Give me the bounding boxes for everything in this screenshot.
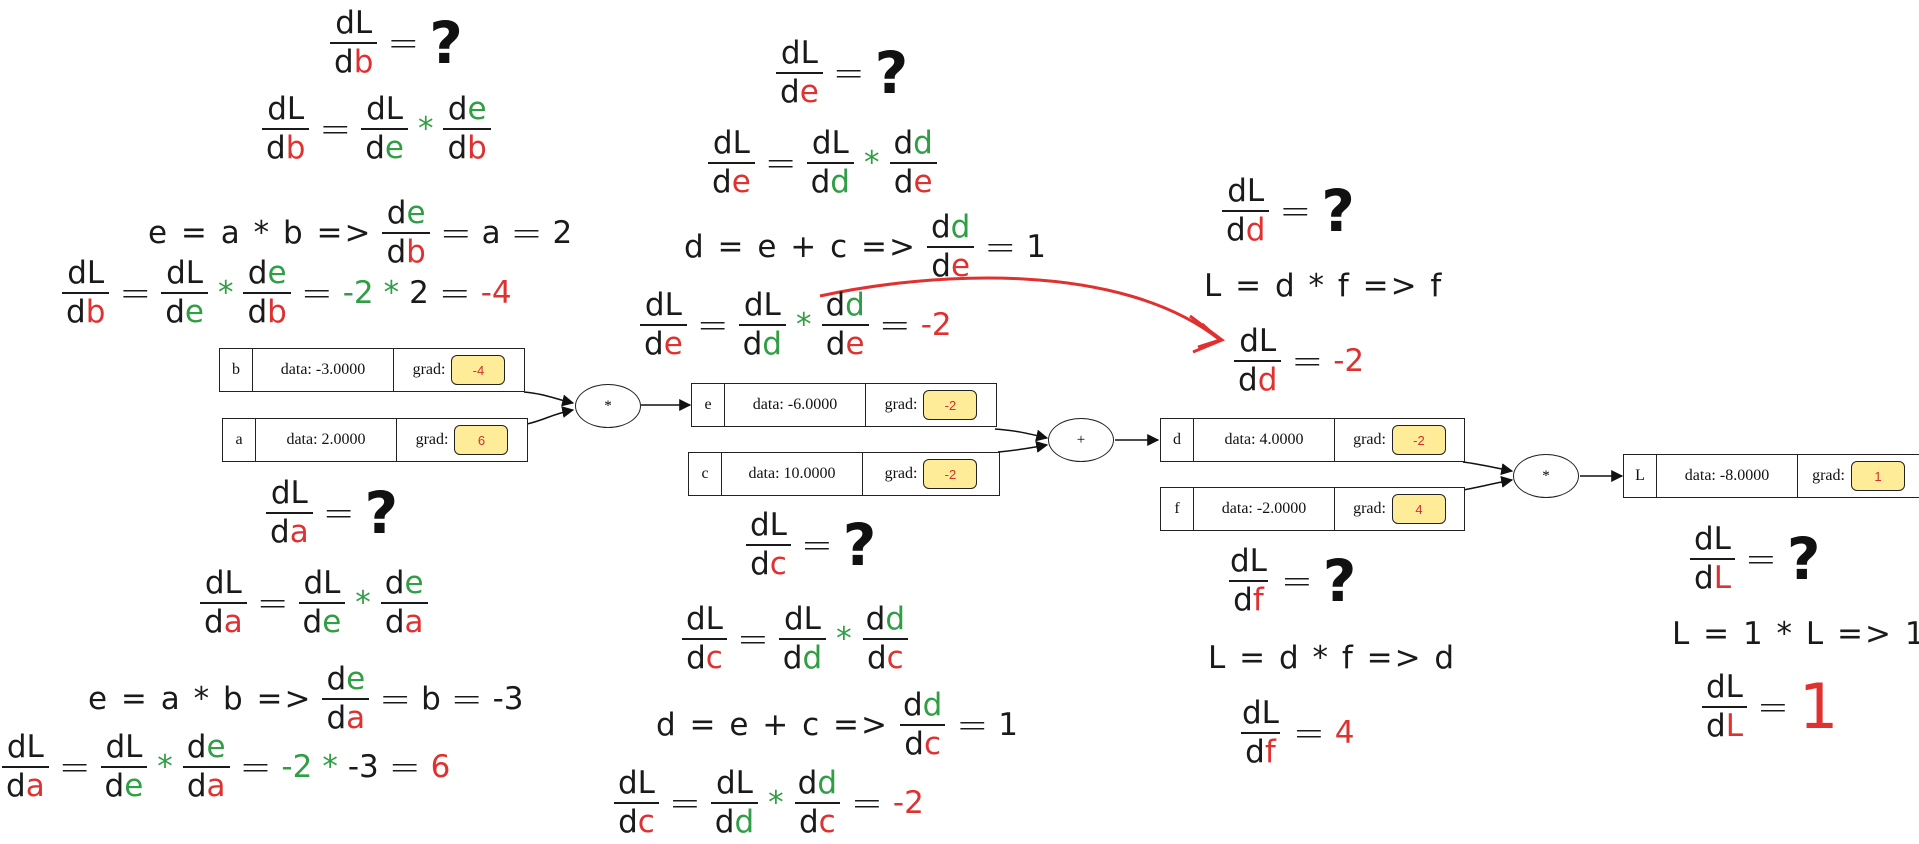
node-f-grad-label: grad: [1353,500,1386,517]
node-a[interactable]: a data: 2.0000 grad: 6 [222,418,528,462]
node-L-label: L [1624,455,1657,497]
edge-c-to-add [997,440,1049,453]
node-e[interactable]: e data: -6.0000 grad: -2 [691,383,997,427]
node-c-label: c [689,453,722,495]
node-e-grad-value: -2 [923,390,978,420]
node-a-grad-value: 6 [454,425,509,455]
edge-d-to-mul2 [1462,461,1514,476]
node-d-label: d [1161,419,1194,461]
node-c-data: data: 10.0000 [722,453,863,495]
f-local-derivative: L = d * f => d [1208,640,1457,676]
node-f-grad-value: 4 [1391,494,1446,524]
node-a-grad-cell: grad: 6 [397,419,527,461]
op-add[interactable]: + [1048,418,1114,462]
node-b-grad-cell: grad: -4 [394,349,524,391]
node-d-data: data: 4.0000 [1194,419,1335,461]
node-c-grad-cell: grad: -2 [863,453,999,495]
node-b-grad-label: grad: [412,361,446,378]
node-L-grad-label: grad: [1812,467,1845,484]
node-e-data: data: -6.0000 [725,384,866,426]
op-mul-1[interactable]: * [575,384,641,428]
node-d-grad-cell: grad: -2 [1335,419,1464,461]
node-a-label: a [223,419,256,461]
node-d-grad-value: -2 [1391,425,1446,455]
node-c-grad-label: grad: [884,465,918,482]
op-mul-2[interactable]: * [1513,454,1579,498]
node-a-grad-label: grad: [415,431,449,448]
node-L-grad-cell: grad: 1 [1798,455,1919,497]
red-arrow-head [1189,314,1226,354]
node-L[interactable]: L data: -8.0000 grad: 1 [1623,454,1919,498]
L-local-derivative: L = 1 * L => 1 [1672,616,1919,652]
node-e-grad-cell: grad: -2 [866,384,996,426]
d-local-derivative: L = d * f => f [1204,268,1444,304]
node-f[interactable]: f data: -2.0000 grad: 4 [1160,487,1465,531]
node-e-label: e [692,384,725,426]
node-f-data: data: -2.0000 [1194,488,1335,530]
node-L-grad-value: 1 [1850,461,1905,491]
node-c-grad-value: -2 [923,459,978,489]
node-b[interactable]: b data: -3.0000 grad: -4 [219,348,525,392]
node-c[interactable]: c data: 10.0000 grad: -2 [688,452,1000,496]
node-a-data: data: 2.0000 [256,419,397,461]
node-e-grad-label: grad: [884,396,918,413]
red-arrow-curve [819,276,1221,342]
node-b-grad-value: -4 [451,355,506,385]
edge-b-to-mul1 [523,391,575,407]
question-mark: ? [429,8,463,77]
node-d-grad-label: grad: [1353,431,1386,448]
node-b-label: b [220,349,253,391]
node-L-data: data: -8.0000 [1657,455,1798,497]
node-f-grad-cell: grad: 4 [1335,488,1464,530]
edge-f-to-mul2 [1462,475,1514,491]
node-f-label: f [1161,488,1194,530]
edge-e-to-add [994,428,1049,442]
node-b-data: data: -3.0000 [253,349,394,391]
node-d[interactable]: d data: 4.0000 grad: -2 [1160,418,1465,462]
edge-a-to-mul1 [526,406,575,425]
